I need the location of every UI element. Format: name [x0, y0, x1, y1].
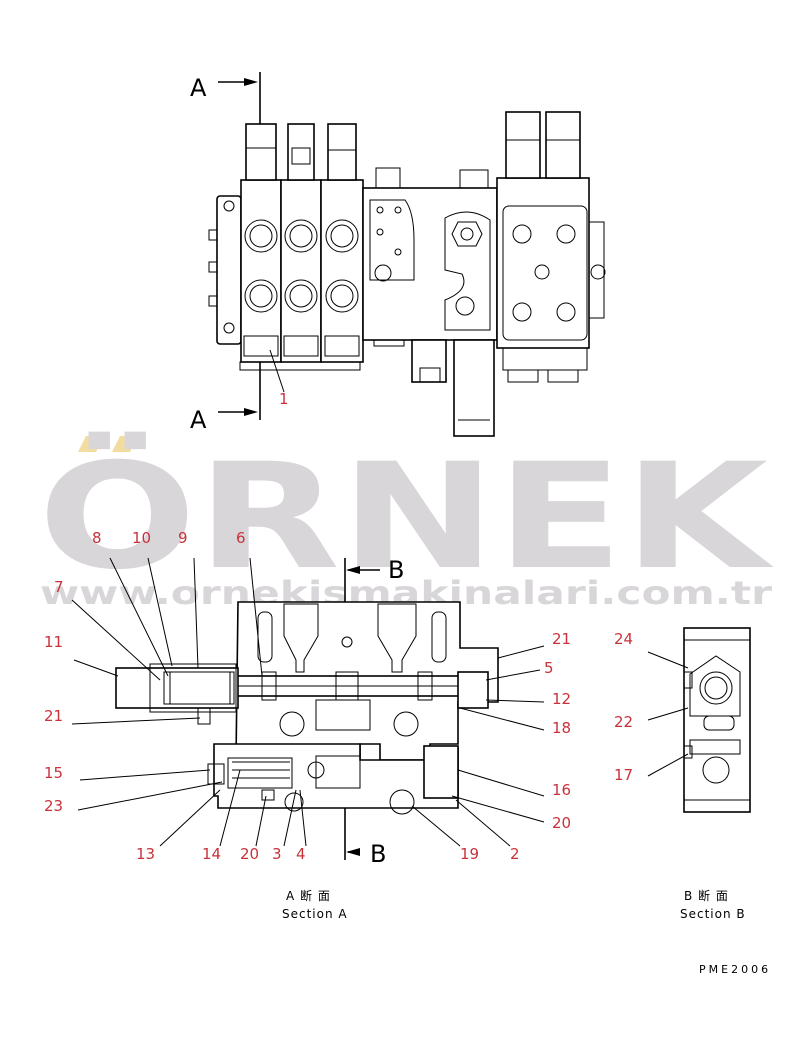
callout-19: 19 [460, 845, 479, 863]
callout-20-bottom: 20 [240, 845, 259, 863]
callout-10: 10 [132, 529, 151, 547]
top-view-assembly: A A [190, 72, 606, 437]
callout-21-left: 21 [44, 707, 63, 725]
section-mark-b-top: B [388, 556, 404, 584]
callout-9: 9 [178, 529, 188, 547]
watermark: ÖRNEK www.ornekismakinalari.com.tr [38, 431, 774, 612]
callout-18: 18 [552, 719, 571, 737]
caption-section-b-en: Section B [680, 907, 746, 921]
caption-section-a-en: Section A [282, 907, 348, 921]
caption-section-b-jp: B 断 面 [684, 888, 729, 903]
callout-20-right: 20 [552, 814, 571, 832]
section-a-view: B B [44, 529, 571, 868]
section-mark-a-bottom: A [190, 406, 207, 434]
callout-23: 23 [44, 797, 63, 815]
callout-11: 11 [44, 633, 63, 651]
callout-22: 22 [614, 713, 633, 731]
section-mark-b-bottom: B [370, 840, 386, 868]
callout-15: 15 [44, 764, 63, 782]
watermark-accent-left [78, 436, 104, 452]
callout-24: 24 [614, 630, 633, 648]
section-mark-a-top: A [190, 74, 207, 102]
section-b-view: 24 22 17 [614, 627, 751, 813]
callout-21-right: 21 [552, 630, 571, 648]
callout-17: 17 [614, 766, 633, 784]
callout-6: 6 [236, 529, 246, 547]
watermark-brand: ÖRNEK [38, 431, 774, 602]
caption-section-a-jp: A 断 面 [286, 888, 331, 903]
drawing-code: PME2006 [699, 963, 771, 976]
callout-2: 2 [510, 845, 520, 863]
callout-5: 5 [544, 659, 554, 677]
callout-3: 3 [272, 845, 282, 863]
captions: A 断 面 Section A B 断 面 Section B PME2006 [282, 888, 771, 976]
callout-7: 7 [54, 578, 64, 596]
callout-12: 12 [552, 690, 571, 708]
watermark-accent-right [112, 436, 138, 452]
callout-1: 1 [279, 390, 289, 408]
callout-8: 8 [92, 529, 102, 547]
callout-16: 16 [552, 781, 571, 799]
callout-13: 13 [136, 845, 155, 863]
callout-14: 14 [202, 845, 221, 863]
callout-4: 4 [296, 845, 306, 863]
